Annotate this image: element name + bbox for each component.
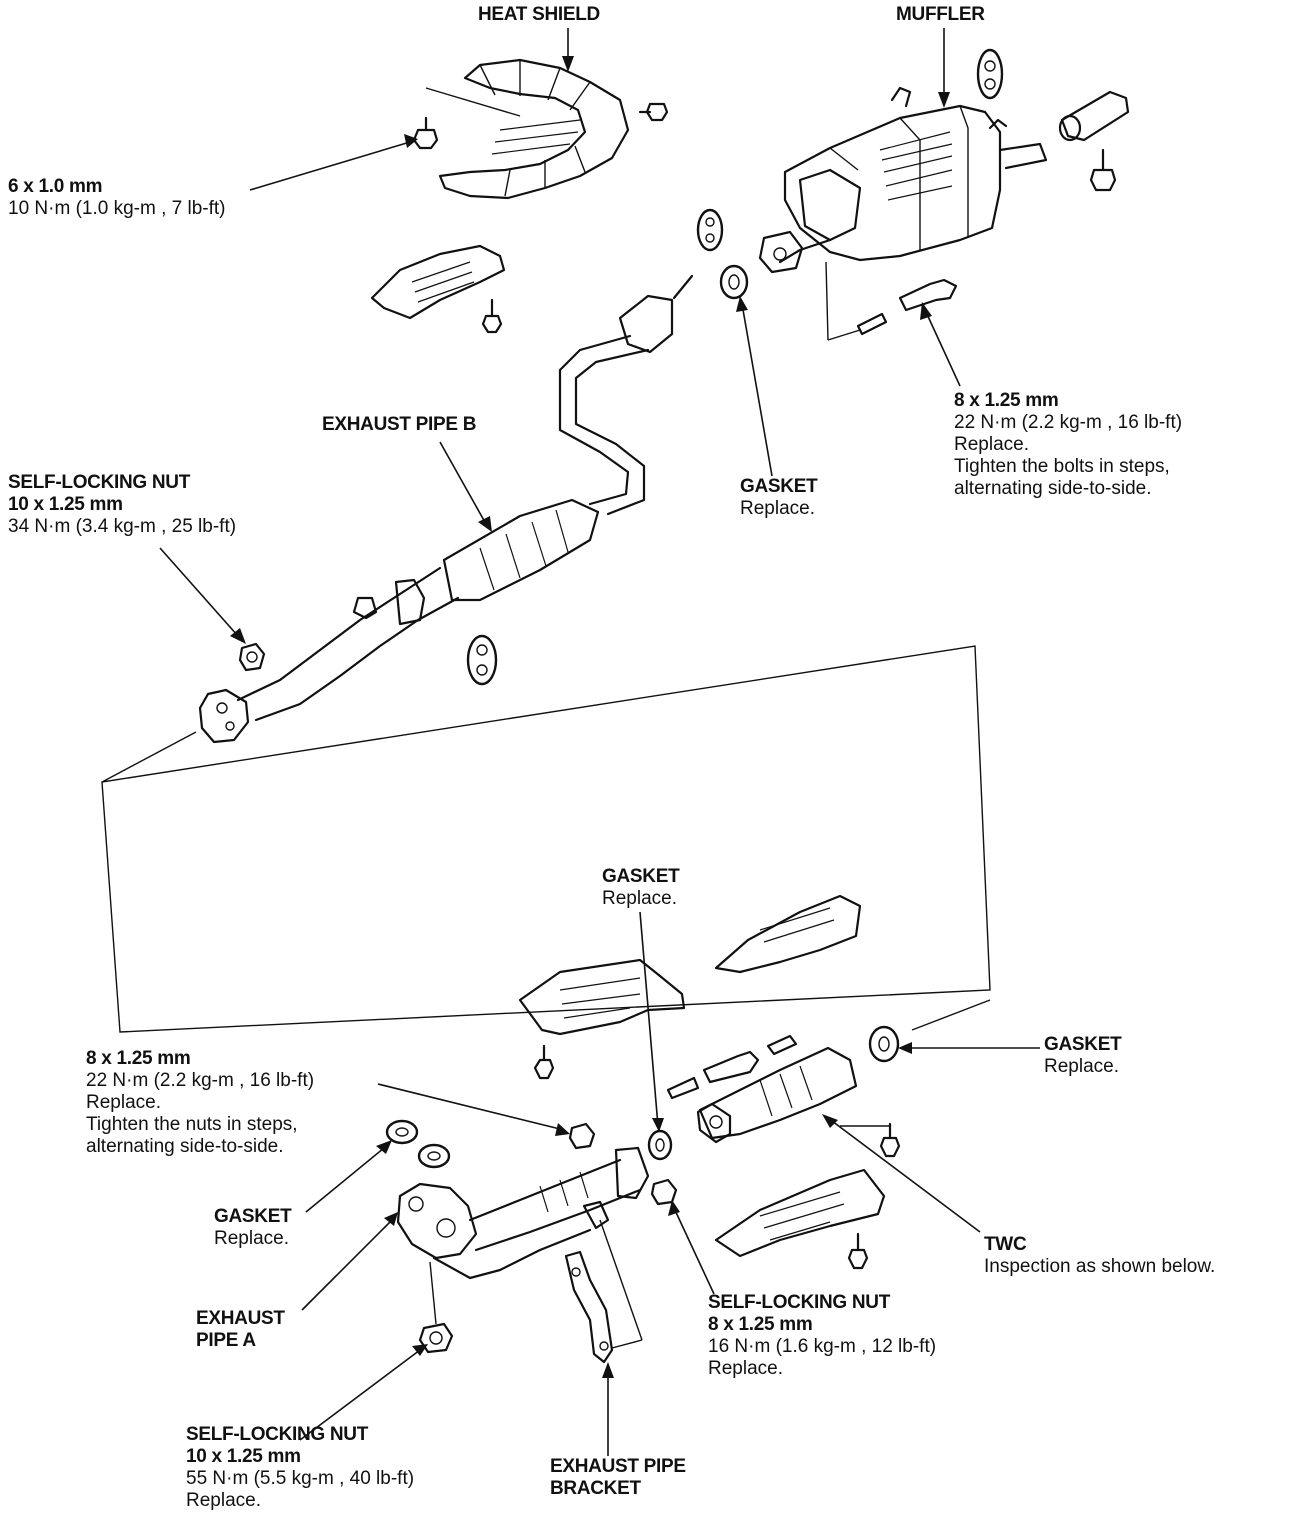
- label-note: 10 N·m (1.0 kg-m , 7 lb-ft): [8, 198, 226, 219]
- label-note: Replace.: [602, 888, 677, 909]
- label-note: Replace.: [1044, 1056, 1119, 1077]
- exhaust-pipe-b: [198, 274, 694, 744]
- label-title: 8 x 1.25 mm: [708, 1314, 813, 1335]
- label-title: BRACKET: [550, 1478, 641, 1499]
- label-bolt-6x1: 6 x 1.0 mm 10 N·m (1.0 kg-m , 7 lb-ft): [8, 176, 226, 220]
- label-note: 34 N·m (3.4 kg-m , 25 lb-ft): [8, 516, 237, 537]
- label-bolt-muffler: 8 x 1.25 mm 22 N·m (2.2 kg-m , 16 lb-ft)…: [954, 390, 1182, 500]
- heat-shield-twc: [714, 1168, 886, 1270]
- label-title: GASKET: [602, 866, 680, 887]
- label-gasket-top: GASKET Replace.: [740, 476, 818, 520]
- exhaust-pipe-a: [396, 1146, 650, 1280]
- label-title: GASKET: [740, 476, 818, 497]
- gasket-mid: [647, 1129, 673, 1161]
- nut-pipe-a-bottom: [418, 1261, 454, 1354]
- label-note: alternating side-to-side.: [954, 478, 1152, 499]
- muffler: [758, 86, 1048, 274]
- label-heat-shield: HEAT SHIELD: [478, 4, 600, 26]
- hanger-pipe-b: [466, 634, 498, 686]
- label-twc: TWC Inspection as shown below.: [984, 1234, 1215, 1278]
- muffler-bolts: [825, 261, 958, 341]
- label-gasket-mid: GASKET Replace.: [602, 866, 680, 910]
- label-title: 6 x 1.0 mm: [8, 176, 103, 197]
- label-title: SELF-LOCKING NUT: [186, 1424, 369, 1445]
- label-nut-left-8x1: 8 x 1.25 mm 22 N·m (2.2 kg-m , 16 lb-ft)…: [86, 1048, 314, 1158]
- label-title: GASKET: [1044, 1034, 1122, 1055]
- label-note: Replace.: [86, 1092, 161, 1113]
- label-title: SELF-LOCKING NUT: [8, 472, 191, 493]
- label-gasket-right: GASKET Replace.: [1044, 1034, 1122, 1078]
- label-exhaust-pipe-a: EXHAUST PIPE A: [196, 1308, 285, 1352]
- nut-8x1-left: [568, 1122, 596, 1150]
- gasket-right: [868, 1025, 900, 1063]
- label-nut-bottom-8x1: SELF-LOCKING NUT 8 x 1.25 mm 16 N·m (1.6…: [708, 1292, 936, 1380]
- label-note: Replace.: [186, 1490, 261, 1511]
- muffler-hanger-top: [976, 48, 1004, 100]
- label-nut-bottom-10x1: SELF-LOCKING NUT 10 x 1.25 mm 55 N·m (5.…: [186, 1424, 414, 1512]
- label-note: alternating side-to-side.: [86, 1136, 284, 1157]
- leader-lines: [159, 28, 1040, 1456]
- label-gasket-left: GASKET Replace.: [214, 1206, 292, 1250]
- label-note: Replace.: [954, 434, 1029, 455]
- label-nut-top-left: SELF-LOCKING NUT 10 x 1.25 mm 34 N·m (3.…: [8, 472, 236, 538]
- label-note: Replace.: [214, 1228, 289, 1249]
- label-exhaust-pipe-b: EXHAUST PIPE B: [322, 414, 476, 436]
- heat-shield-pipe-b: [370, 244, 506, 334]
- label-title: TWC: [984, 1234, 1027, 1255]
- label-title: SELF-LOCKING NUT: [708, 1292, 891, 1313]
- locator-lines: [101, 645, 991, 1033]
- label-note: Inspection as shown below.: [984, 1256, 1216, 1277]
- label-title: GASKET: [214, 1206, 292, 1227]
- label-title: 8 x 1.25 mm: [86, 1048, 191, 1069]
- label-title: EXHAUST PIPE B: [322, 414, 477, 435]
- label-note: 16 N·m (1.6 kg-m , 12 lb-ft): [708, 1336, 937, 1357]
- nut-8x1-bottom: [650, 1178, 678, 1206]
- heat-shield-locator-line: [425, 87, 521, 117]
- nut-pipe-b: [238, 642, 266, 672]
- label-note: Tighten the bolts in steps,: [954, 456, 1170, 477]
- label-title: HEAT SHIELD: [478, 4, 600, 25]
- label-title: 10 x 1.25 mm: [186, 1446, 301, 1467]
- heat-shield-upper: [438, 58, 630, 200]
- heat-shield-lower-left: [518, 958, 686, 1080]
- label-note: 55 N·m (5.5 kg-m , 40 lb-ft): [186, 1468, 415, 1489]
- muffler-hanger-mid: [696, 208, 724, 252]
- label-exhaust-pipe-bracket: EXHAUST PIPE BRACKET: [550, 1456, 686, 1500]
- label-note: Replace.: [740, 498, 815, 519]
- label-note: Tighten the nuts in steps,: [86, 1114, 298, 1135]
- bolt-heat-shield: [412, 116, 439, 150]
- label-title: MUFFLER: [896, 4, 985, 25]
- label-note: 22 N·m (2.2 kg-m , 16 lb-ft): [954, 412, 1183, 433]
- label-title: PIPE A: [196, 1330, 256, 1351]
- label-muffler: MUFFLER: [896, 4, 985, 26]
- label-title: EXHAUST PIPE: [550, 1456, 686, 1477]
- tail-pipe-clamp: [1058, 90, 1130, 192]
- bolt-heat-shield-right: [638, 102, 669, 122]
- exhaust-pipe-bracket: [564, 1200, 643, 1364]
- label-title: 8 x 1.25 mm: [954, 390, 1059, 411]
- twc-bolt: [840, 1122, 901, 1158]
- label-note: Replace.: [708, 1358, 783, 1379]
- twc-converter: [666, 1034, 858, 1144]
- gasket-left: [385, 1119, 451, 1169]
- gasket-top: [719, 264, 749, 300]
- heat-shield-lower-right: [714, 894, 862, 974]
- label-note: 22 N·m (2.2 kg-m , 16 lb-ft): [86, 1070, 315, 1091]
- label-title: 10 x 1.25 mm: [8, 494, 123, 515]
- label-title: EXHAUST: [196, 1308, 285, 1329]
